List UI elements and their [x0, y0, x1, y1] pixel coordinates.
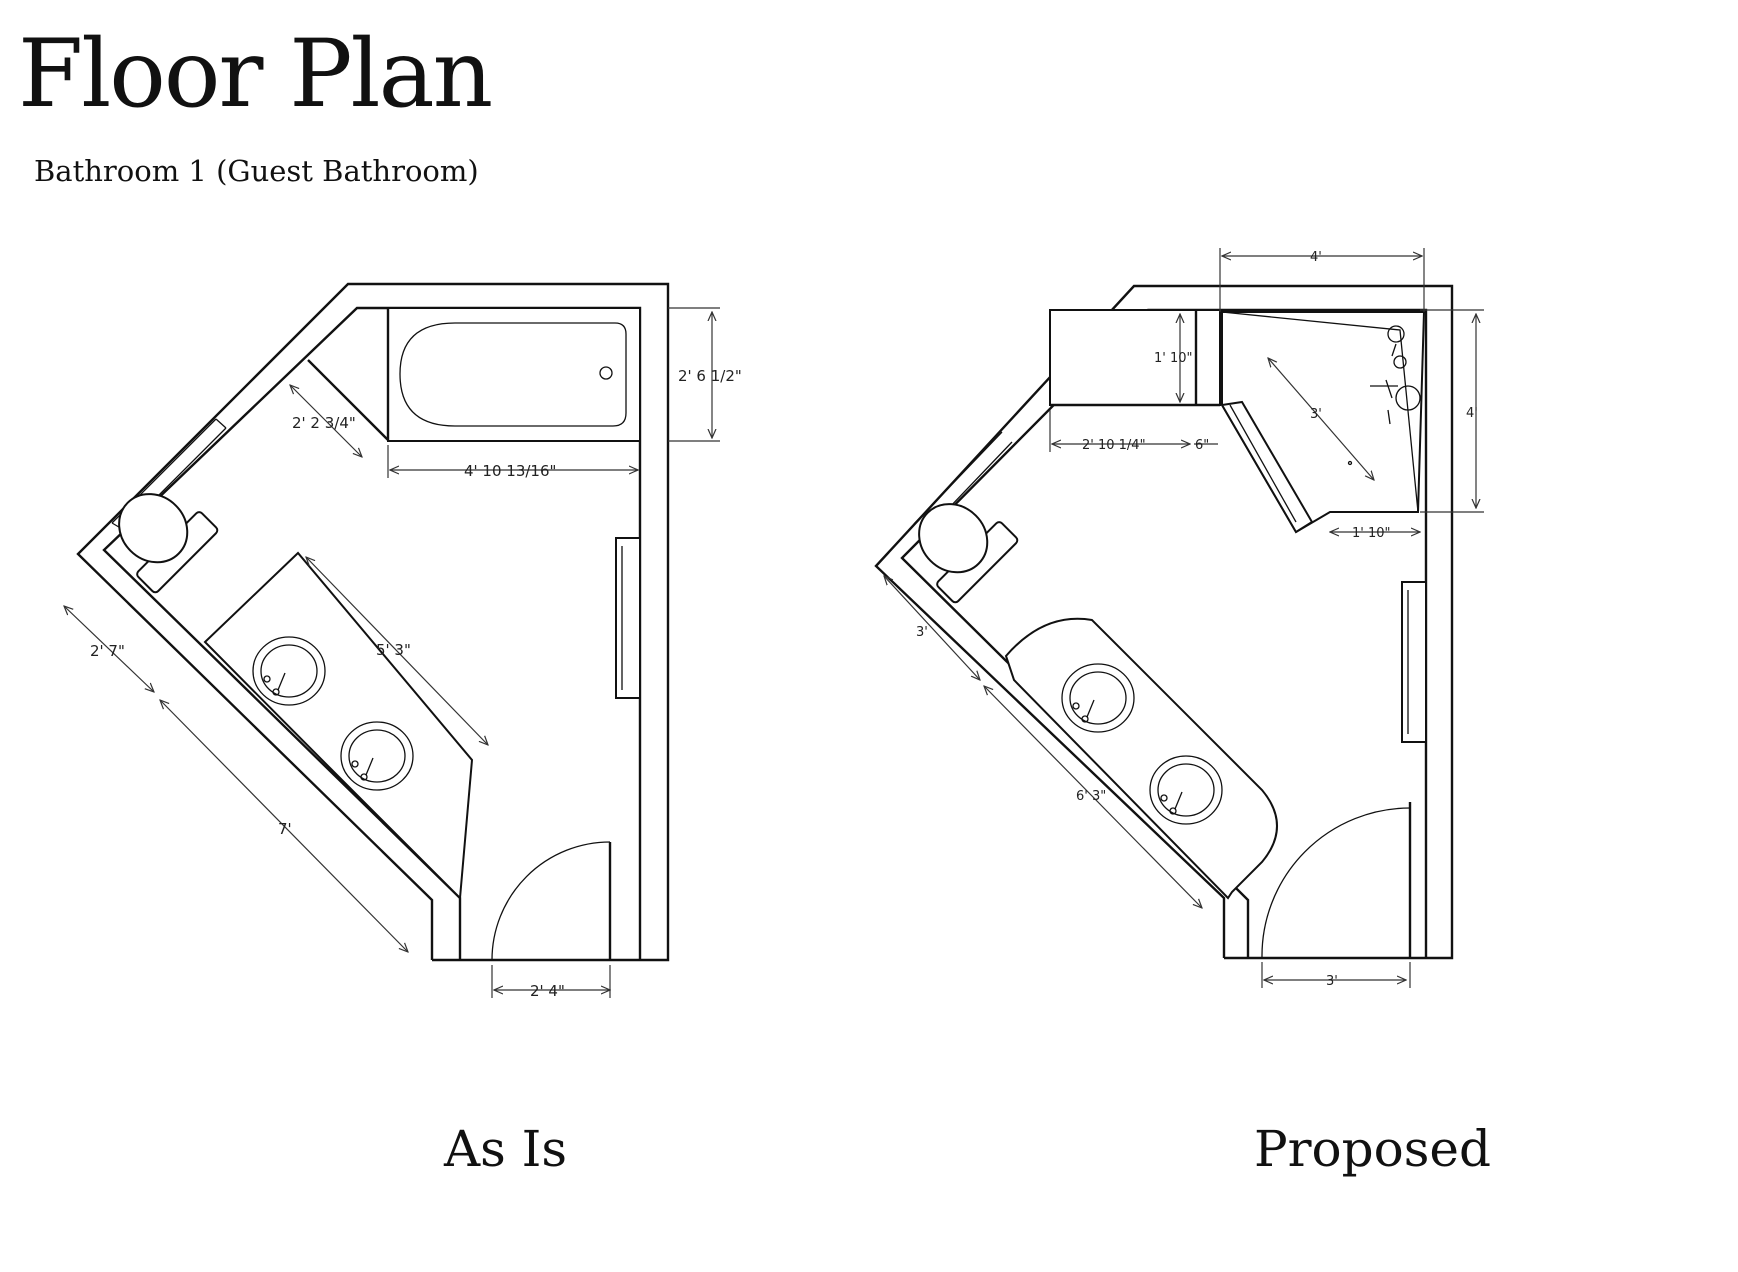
proposed-outer-wall	[874, 284, 1454, 960]
dim-shower-height: 4'	[1466, 406, 1478, 421]
as-is-vanity	[203, 551, 474, 901]
dim-top-width: 4'	[1310, 250, 1322, 265]
proposed-wall-cabinet	[1401, 581, 1427, 743]
proposed-dimensions: 4' 4' 1' 10" 3' 2' 10 1/4" 6" 1' 10" 3' …	[884, 248, 1484, 989]
proposed-vanity	[1004, 617, 1278, 900]
proposed-shelf	[1049, 309, 1221, 406]
dim-tub-height: 2' 6 1/2"	[678, 367, 742, 385]
caption-as-is: As Is	[444, 1120, 568, 1178]
page-subtitle: Bathroom 1 (Guest Bathroom)	[34, 154, 479, 188]
dim-tub-length: 4' 10 13/16"	[464, 462, 556, 480]
as-is-plan: 2' 6 1/2" 2' 2 3/4" 4' 10 13/16" 5' 3" 2…	[64, 282, 742, 1000]
dim-vanity-length: 5' 3"	[376, 641, 411, 659]
proposed-door-swing	[1261, 807, 1411, 959]
dim-door-width: 2' 4"	[530, 982, 565, 1000]
proposed-inner-wall	[900, 308, 1428, 958]
dim-toilet-wall-proposed: 3'	[916, 625, 928, 640]
as-is-tub-basin	[399, 322, 627, 427]
dim-corner-gap: 2' 2 3/4"	[292, 414, 356, 432]
dim-shelf-gap: 6"	[1195, 438, 1209, 453]
as-is-door-swing	[491, 841, 611, 961]
dim-toilet-wall: 2' 7"	[90, 642, 125, 660]
as-is-wall-cabinet	[615, 537, 641, 699]
page-title: Floor Plan	[18, 20, 493, 129]
as-is-outer-wall	[76, 282, 670, 962]
proposed-plan: 4' 4' 1' 10" 3' 2' 10 1/4" 6" 1' 10" 3' …	[874, 248, 1484, 989]
dim-vanity-wall: 6' 3"	[1076, 789, 1106, 804]
as-is-tub-drain-icon	[599, 366, 613, 380]
dim-shower-diag: 3'	[1310, 407, 1322, 422]
dim-door-width-proposed: 3'	[1326, 974, 1338, 989]
dim-diagonal-wall: 7'	[278, 820, 292, 838]
as-is-toilet	[118, 493, 219, 594]
as-is-dimensions: 2' 6 1/2" 2' 2 3/4" 4' 10 13/16" 5' 3" 2…	[64, 307, 742, 1000]
proposed-window	[913, 431, 1003, 525]
dim-shelf-length: 2' 10 1/4"	[1082, 438, 1146, 453]
dim-niche-depth: 1' 10"	[1154, 351, 1193, 366]
proposed-shower-door	[1220, 400, 1314, 534]
caption-proposed: Proposed	[1254, 1120, 1492, 1178]
as-is-bathtub	[387, 307, 641, 442]
dim-shower-bottom: 1' 10"	[1352, 526, 1391, 541]
